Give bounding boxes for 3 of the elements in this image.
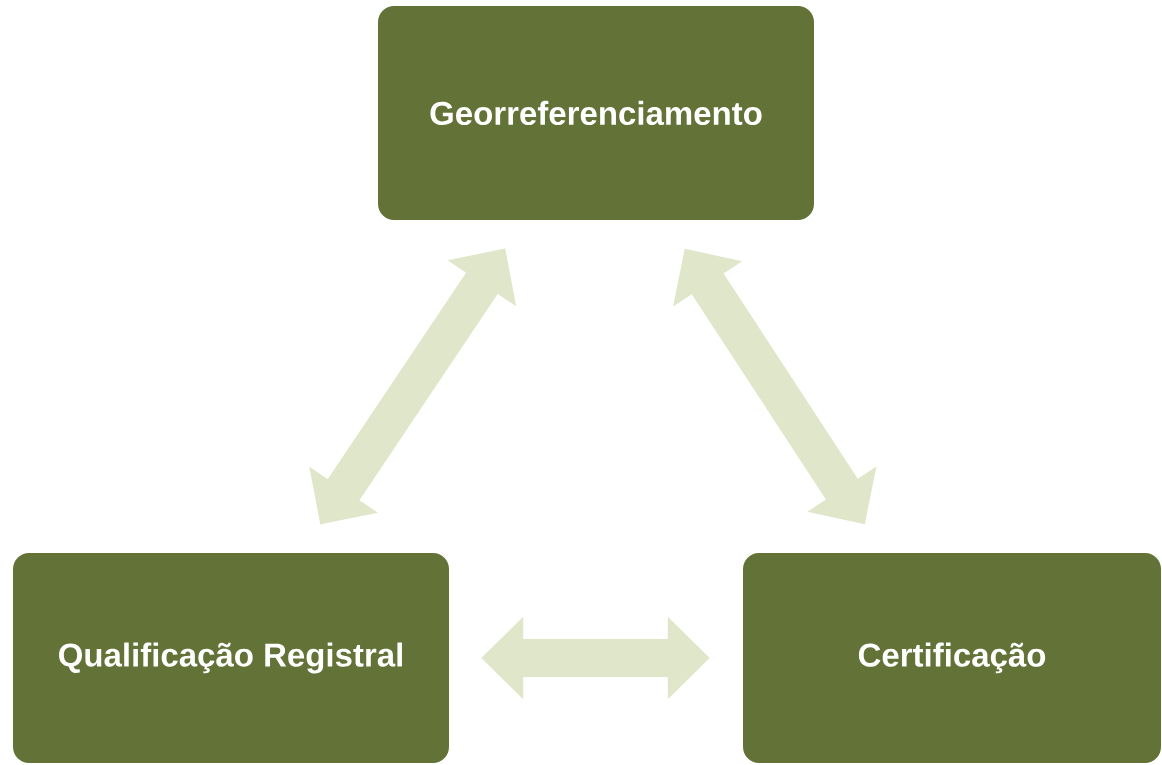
process-box: Qualificação Registral [13,553,449,763]
process-box: Certificação [743,553,1161,763]
process-box: Georreferenciamento [378,6,814,220]
